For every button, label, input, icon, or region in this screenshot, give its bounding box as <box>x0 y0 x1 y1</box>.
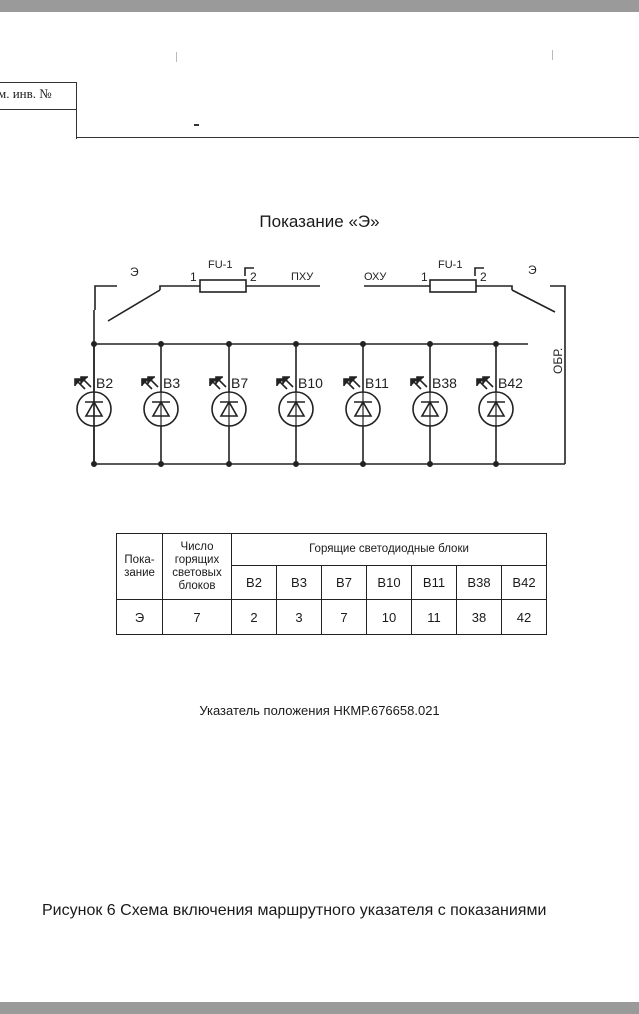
device-caption: Указатель положения НКМР.676658.021 <box>199 703 440 718</box>
right-switch-blade <box>511 289 556 313</box>
table-col-header: B11 <box>411 565 457 600</box>
left-fuse-bracket <box>244 267 254 276</box>
led-b2: B2 <box>74 340 113 467</box>
table-cell: 42 <box>501 599 547 635</box>
table-col-header: B7 <box>321 565 367 600</box>
table-cell: 11 <box>411 599 457 635</box>
table-col-header: B42 <box>501 565 547 600</box>
led-b11: B11 <box>343 340 389 467</box>
table-cell: 38 <box>456 599 502 635</box>
table-cell-count: 7 <box>162 599 232 635</box>
wiring-schematic: B2 B3 B7 B10 B11 B38 B42 FU-1 1 2 FU-1 1 2 Э Э… <box>74 259 566 467</box>
right-fuse <box>429 279 477 293</box>
table-cell-indication: Э <box>116 599 163 635</box>
table-header-blocks: Горящие светодиодные блоки <box>231 533 547 566</box>
right-fuse-wire <box>476 285 513 290</box>
table-header-count: Число горящих световых блоков <box>162 533 232 600</box>
table-cell: 10 <box>366 599 412 635</box>
left-fuse <box>199 279 247 293</box>
top-gray-bar <box>0 0 639 12</box>
table-row: Э 7 2 3 7 10 11 38 42 <box>116 599 547 635</box>
right-switch-lead <box>550 285 566 464</box>
return-label: ОБР. <box>551 348 565 374</box>
bottom-gray-bar <box>0 1002 639 1014</box>
right-fuse-pin2: 2 <box>480 270 487 284</box>
led-label: B42 <box>498 375 523 391</box>
pxu-label: ПХУ <box>291 271 314 283</box>
led-table: Пока- зание Число горящих световых блоко… <box>116 533 547 635</box>
left-switch-label: Э <box>130 265 139 279</box>
led-label: B10 <box>298 375 323 391</box>
led-label: B2 <box>96 375 113 391</box>
scan-mark <box>552 50 553 60</box>
right-fuse-pin1: 1 <box>421 270 428 284</box>
table-cell: 7 <box>321 599 367 635</box>
table-col-header: B38 <box>456 565 502 600</box>
left-fuse-pin2: 2 <box>250 270 257 284</box>
led-b3: B3 <box>141 340 180 467</box>
led-b38: B38 <box>410 340 457 467</box>
stamp-label: м. инв. № <box>0 86 52 101</box>
oxu-label: ОХУ <box>364 271 387 283</box>
led-b7: B7 <box>209 340 248 467</box>
table-cell: 3 <box>276 599 322 635</box>
left-switch-lead <box>94 285 117 310</box>
led-b42: B42 <box>476 340 523 467</box>
led-label: B3 <box>163 375 180 391</box>
right-fuse-label: FU-1 <box>438 259 462 271</box>
table-col-header: B3 <box>276 565 322 600</box>
left-fuse-pin1: 1 <box>190 270 197 284</box>
right-fuse-bracket <box>474 267 484 276</box>
diagram-title: Показание «Э» <box>259 212 380 231</box>
led-b10: B10 <box>276 340 323 467</box>
left-fuse-wire <box>159 285 200 290</box>
led-label: B11 <box>365 375 389 391</box>
table-cell: 2 <box>231 599 277 635</box>
stamp-box <box>0 82 77 139</box>
scan-mark <box>194 124 199 126</box>
header-rule <box>76 137 639 138</box>
right-switch-label: Э <box>528 263 537 277</box>
left-switch-blade <box>107 289 161 322</box>
table-header-indication: Пока- зание <box>116 533 163 600</box>
figure-caption: Рисунок 6 Схема включения маршрутного ук… <box>42 902 547 919</box>
table-col-header: B2 <box>231 565 277 600</box>
led-label: B38 <box>432 375 457 391</box>
led-label: B7 <box>231 375 248 391</box>
scan-mark <box>176 52 177 62</box>
table-col-header: B10 <box>366 565 412 600</box>
left-fuse-label: FU-1 <box>208 259 232 271</box>
